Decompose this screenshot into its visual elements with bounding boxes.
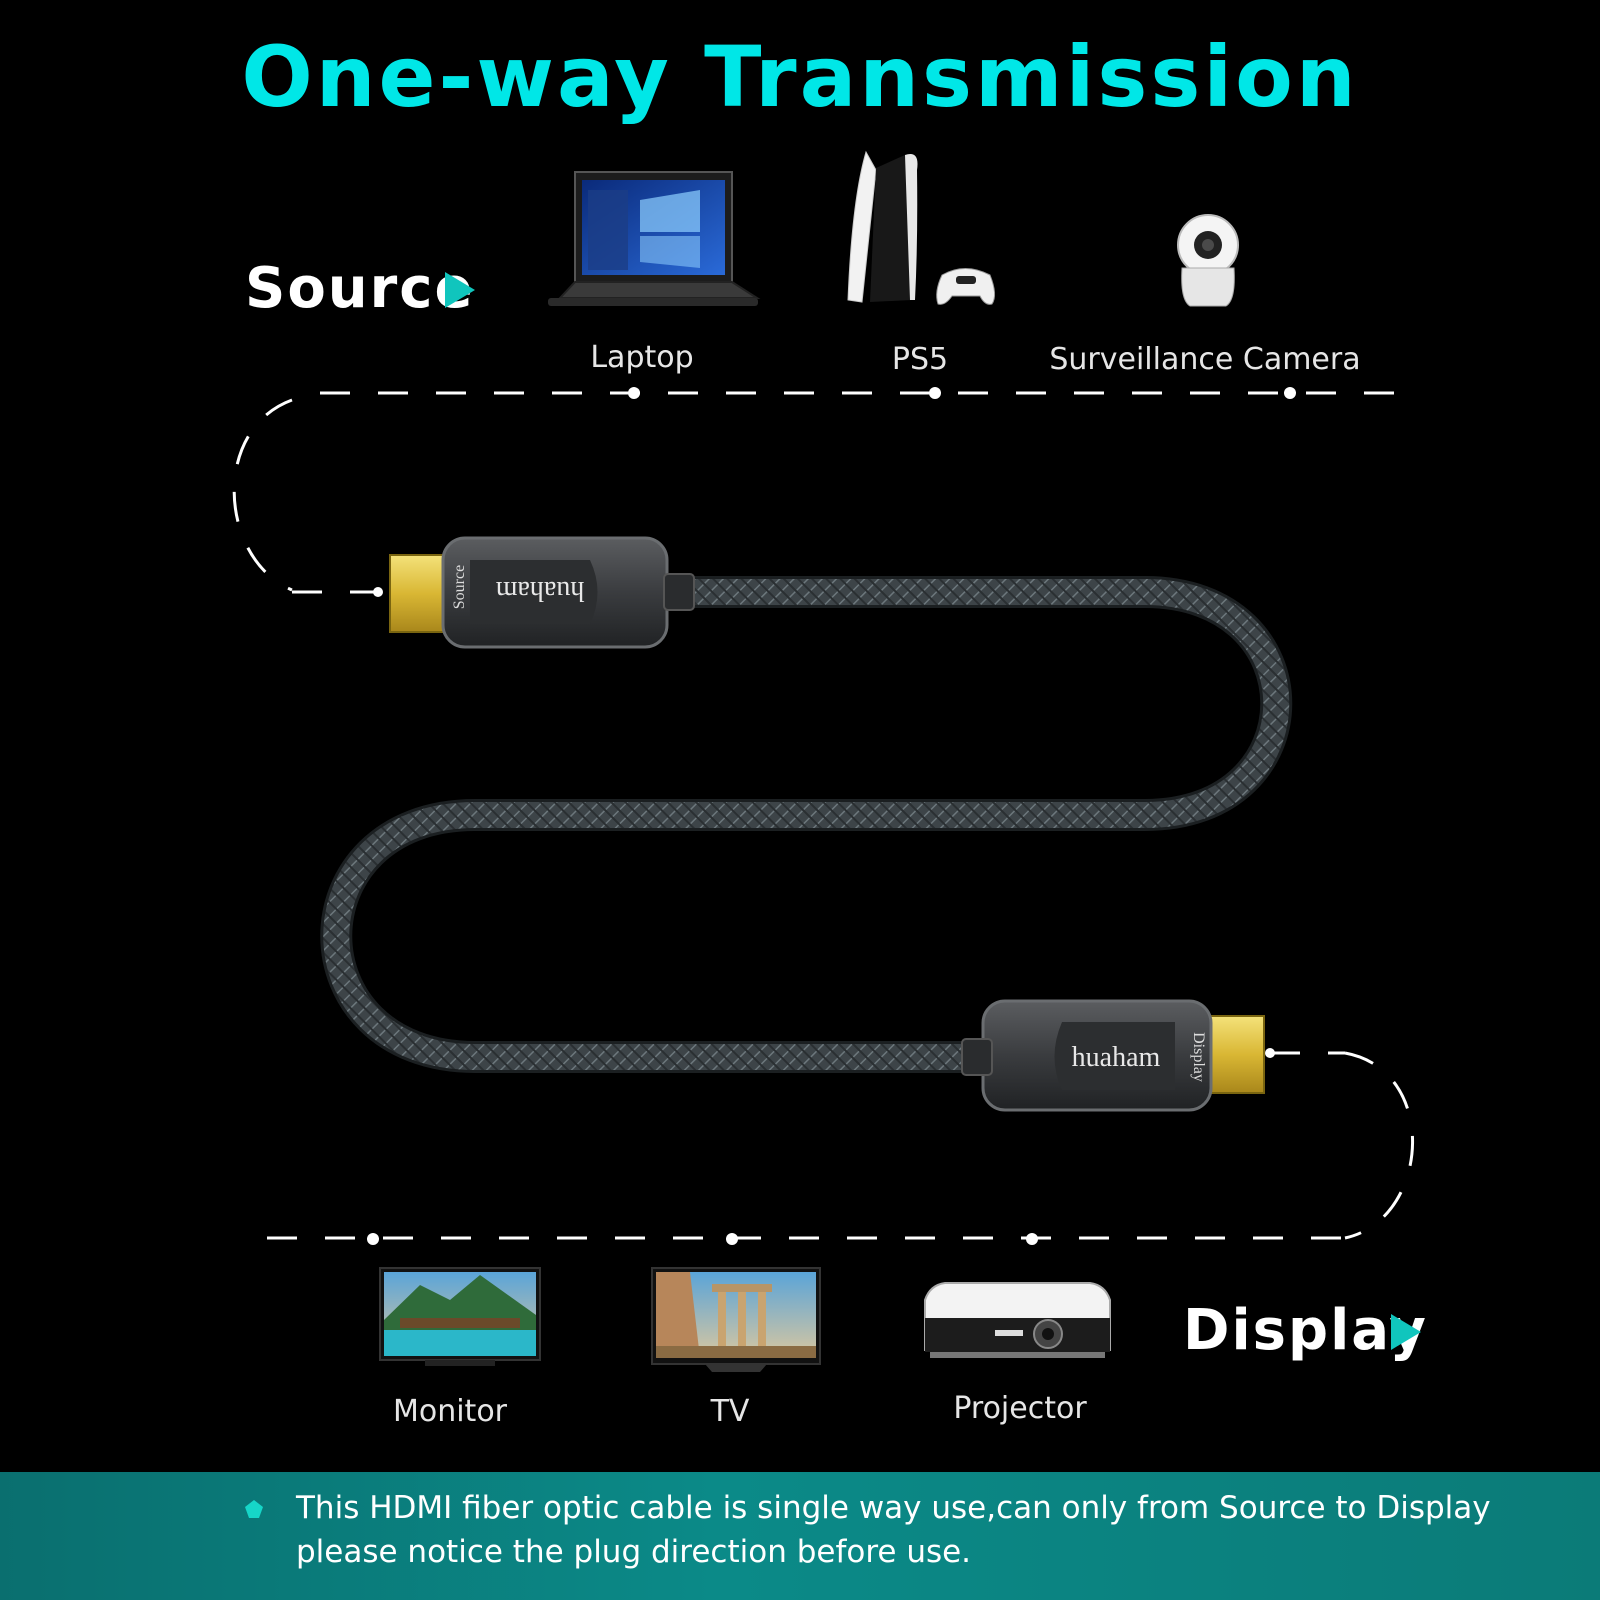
display-plug bbox=[961, 999, 1265, 1112]
source-plug-brand: huaham bbox=[495, 575, 585, 606]
source-connection-dots bbox=[373, 387, 1296, 597]
display-plug-brand: huaham bbox=[1071, 1042, 1161, 1073]
source-plug-label: Source bbox=[451, 564, 468, 610]
display-connection-dots bbox=[367, 1048, 1275, 1245]
device-label-tv: TV bbox=[710, 1394, 750, 1429]
source-dashed-path bbox=[232, 391, 1420, 594]
ps5-console-icon bbox=[847, 150, 996, 305]
source-heading: Source bbox=[245, 256, 475, 321]
surveillance-camera-icon bbox=[1177, 214, 1239, 307]
source-plug bbox=[389, 536, 695, 649]
device-label-surveillance-camera: Surveillance Camera bbox=[1049, 342, 1361, 377]
device-label-projector: Projector bbox=[953, 1391, 1087, 1426]
display-dashed-path bbox=[267, 1051, 1415, 1240]
display-arrow-icon bbox=[1391, 1314, 1421, 1350]
tv-icon bbox=[651, 1267, 821, 1372]
footer-notice: This HDMI fiber optic cable is single wa… bbox=[296, 1486, 1556, 1574]
hdmi-fiber-cable bbox=[320, 576, 1293, 1073]
footer-notice-line1: This HDMI fiber optic cable is single wa… bbox=[296, 1490, 1491, 1526]
bullet-pentagon-icon bbox=[245, 1500, 263, 1518]
display-heading: Display bbox=[1183, 1298, 1428, 1363]
monitor-icon bbox=[379, 1267, 541, 1366]
footer-banner bbox=[0, 1472, 1600, 1600]
device-label-laptop: Laptop bbox=[590, 340, 694, 375]
device-label-monitor: Monitor bbox=[392, 1394, 508, 1429]
projector-icon bbox=[924, 1282, 1111, 1358]
device-label-ps5: PS5 bbox=[891, 342, 949, 377]
footer-notice-line2: please notice the plug direction before … bbox=[296, 1534, 972, 1570]
source-arrow-icon bbox=[445, 272, 475, 308]
laptop-icon bbox=[548, 171, 761, 306]
page-title: One-way Transmission bbox=[241, 28, 1359, 126]
display-plug-label: Display bbox=[1190, 1032, 1207, 1082]
